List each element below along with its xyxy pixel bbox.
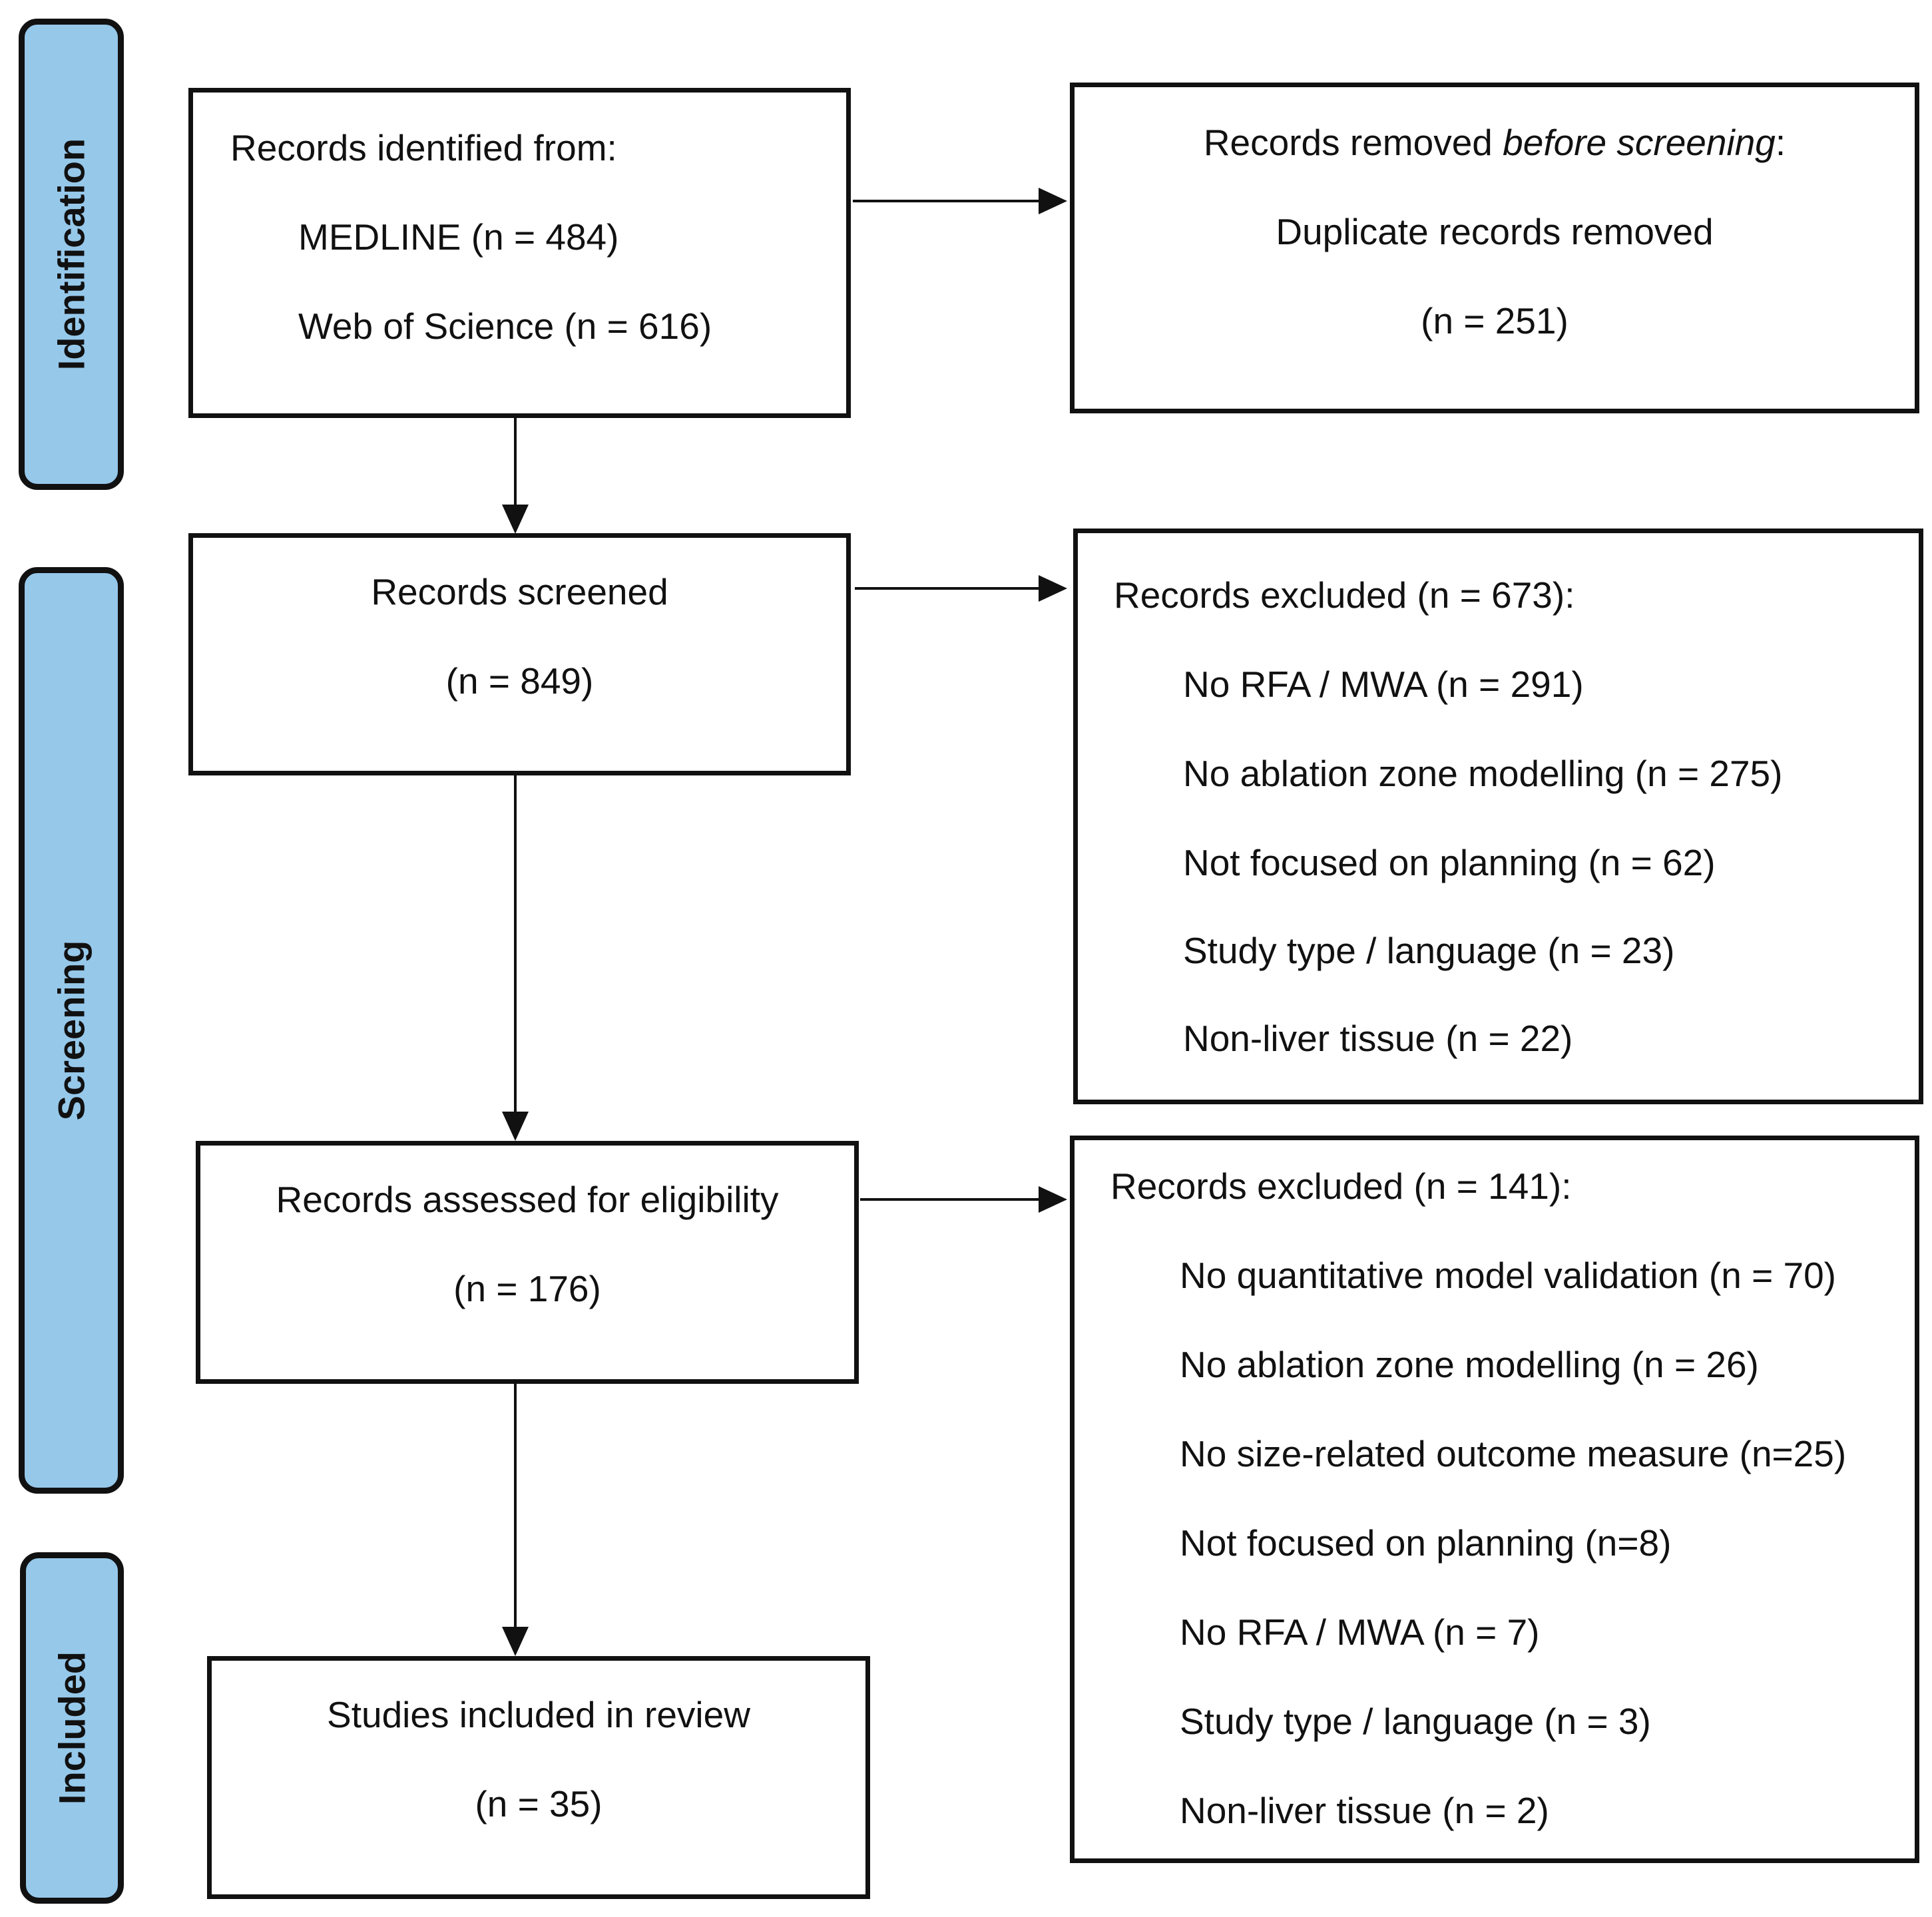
excluded-eligibility-reason: No size-related outcome measure (n=25) [1180, 1433, 1847, 1474]
eligibility-count: (n = 176) [453, 1268, 601, 1309]
excluded-eligibility-reason: No RFA / MWA (n = 7) [1180, 1611, 1540, 1653]
excluded-screening-reason: Non-liver tissue (n = 22) [1183, 1018, 1573, 1059]
arrowhead-down [502, 1112, 529, 1141]
excluded-screening-box: Records excluded (n = 673): No RFA / MWA… [1073, 529, 1923, 1104]
excluded-eligibility-box: Records excluded (n = 141): No quantitat… [1070, 1136, 1919, 1863]
arrowhead-right [1039, 188, 1067, 214]
source-web-of-science: Web of Science (n = 616) [298, 306, 712, 347]
stage-screening: Screening [19, 567, 124, 1494]
included-count: (n = 35) [475, 1783, 603, 1824]
excluded-screening-reason: Not focused on planning (n = 62) [1183, 842, 1716, 883]
excluded-screening-reason: No ablation zone modelling (n = 275) [1183, 753, 1783, 794]
eligibility-box: Records assessed for eligibility (n = 17… [196, 1141, 859, 1384]
included-box: Studies included in review (n = 35) [207, 1656, 870, 1899]
included-title: Studies included in review [327, 1694, 750, 1735]
before-screening-emphasis: before screening [1503, 122, 1776, 163]
arrowhead-down [502, 1627, 529, 1656]
duplicate-records-count: (n = 251) [1421, 300, 1569, 341]
excluded-screening-reason: No RFA / MWA (n = 291) [1183, 664, 1584, 705]
stage-included: Included [20, 1552, 124, 1904]
arrowhead-down [502, 505, 529, 534]
excluded-screening-reason: Study type / language (n = 23) [1183, 930, 1675, 971]
excluded-eligibility-reason: Not focused on planning (n=8) [1180, 1522, 1672, 1564]
stage-identification: Identification [19, 19, 124, 490]
records-screened-box: Records screened (n = 849) [188, 533, 851, 775]
records-identified-heading: Records identified from: [230, 127, 617, 168]
eligibility-title: Records assessed for eligibility [276, 1179, 779, 1220]
arrowhead-right [1039, 575, 1067, 602]
excluded-eligibility-reason: No ablation zone modelling (n = 26) [1180, 1344, 1759, 1385]
arrowhead-right [1039, 1186, 1067, 1213]
excluded-screening-heading: Records excluded (n = 673): [1114, 574, 1575, 616]
records-screened-title: Records screened [371, 571, 668, 612]
records-removed-heading: Records removed before screening: [1203, 122, 1786, 163]
records-screened-count: (n = 849) [445, 660, 594, 702]
excluded-eligibility-reason: Study type / language (n = 3) [1180, 1701, 1651, 1742]
duplicate-records-label: Duplicate records removed [1276, 211, 1714, 252]
excluded-eligibility-reason: No quantitative model validation (n = 70… [1180, 1255, 1836, 1296]
records-removed-box: Records removed before screening: Duplic… [1070, 83, 1919, 413]
excluded-eligibility-reason: Non-liver tissue (n = 2) [1180, 1790, 1549, 1831]
source-medline: MEDLINE (n = 484) [298, 216, 619, 258]
excluded-eligibility-heading: Records excluded (n = 141): [1110, 1166, 1572, 1207]
records-identified-box: Records identified from: MEDLINE (n = 48… [188, 88, 851, 418]
